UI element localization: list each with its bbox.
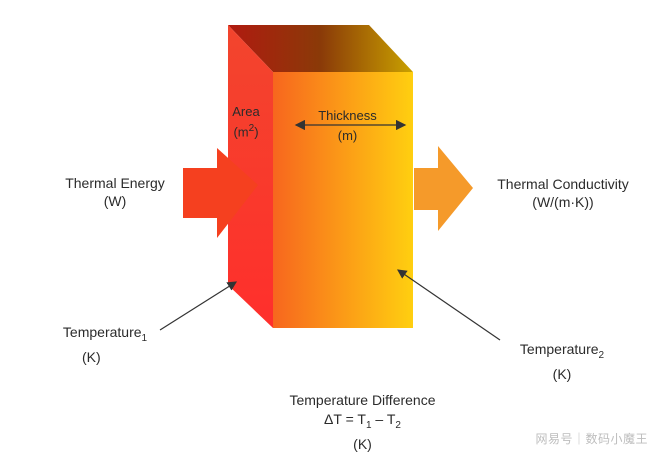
- thermal-energy-label: Thermal Energy (W): [40, 174, 190, 210]
- thermal-energy-name: Thermal Energy: [65, 175, 165, 191]
- temperature-1-unit: (K): [82, 348, 101, 365]
- temperature-2-name: Temperature2: [519, 341, 605, 361]
- thermal-energy-unit: (W): [103, 193, 127, 209]
- temperature-1-label: Temperature1 (K): [40, 323, 170, 366]
- temperature-2-pointer: [397, 269, 501, 341]
- thermal-conductivity-unit: (W/(m·K)): [532, 194, 594, 210]
- temperature-difference-name: Temperature Difference: [289, 392, 436, 408]
- temperature-2-label: Temperature2 (K): [492, 340, 632, 383]
- thickness-label: Thickness (m): [290, 107, 405, 144]
- heat-in-arrow: [183, 148, 258, 238]
- temperature-2-unit: (K): [552, 365, 572, 382]
- heat-out-arrow: [414, 146, 473, 231]
- slab-top-face: [228, 25, 413, 72]
- temperature-1-pointer: [159, 281, 238, 331]
- area-name: Area: [232, 104, 260, 119]
- temperature-1-name: Temperature1: [62, 324, 148, 344]
- temperature-difference-label: Temperature Difference ΔT = T1 – T2 (K): [255, 391, 470, 454]
- temperature-difference-formula: ΔT = T1 – T2: [324, 411, 401, 431]
- thermal-conductivity-label: Thermal Conductivity (W/(m·K)): [478, 175, 648, 211]
- thickness-name: Thickness: [318, 108, 377, 123]
- thickness-unit: (m): [337, 128, 358, 143]
- area-unit: (m2): [233, 123, 259, 140]
- slab-side-face: [228, 25, 273, 328]
- area-label: Area (m2): [222, 103, 270, 140]
- slab-front-face: [273, 72, 413, 328]
- watermark: 网易号｜数码小魔王: [535, 432, 648, 446]
- thermal-conductivity-name: Thermal Conductivity: [497, 176, 629, 192]
- temperature-difference-unit: (K): [353, 435, 372, 452]
